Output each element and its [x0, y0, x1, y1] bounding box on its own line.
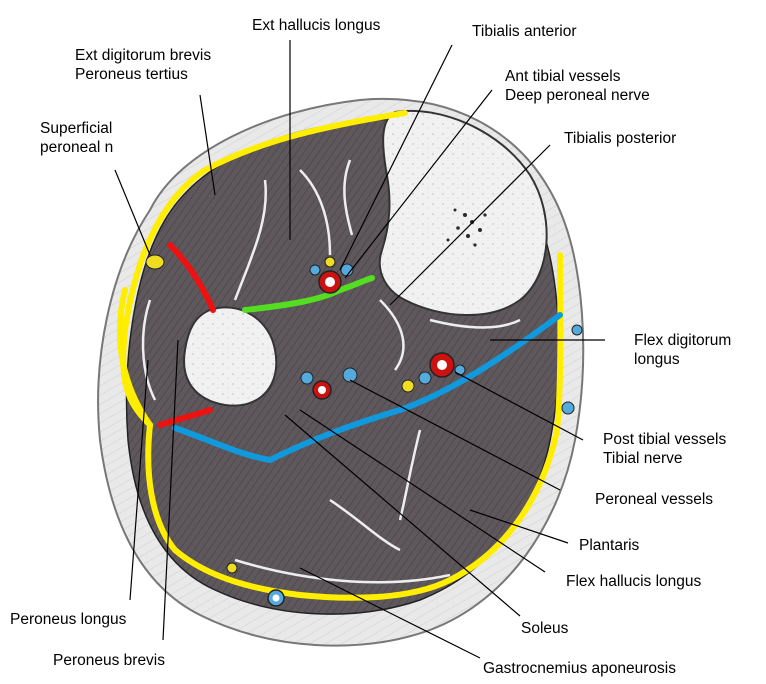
- label-flex-hallucis-longus: Flex hallucis longus: [566, 572, 701, 591]
- label-peroneal-n: peroneal n: [40, 138, 113, 157]
- label-peroneus-tertius: Peroneus tertius: [75, 65, 211, 84]
- label-longus: longus: [634, 350, 731, 369]
- label-deep-peroneal-nerve: Deep peroneal nerve: [505, 86, 650, 105]
- label-superficial: Superficial: [40, 119, 113, 138]
- superficial-peroneal-nerve-dot: [146, 255, 164, 269]
- label-flex-digitorum-group: Flex digitorum longus: [634, 331, 731, 369]
- label-ext-digitorum-brevis: Ext digitorum brevis: [75, 46, 211, 65]
- label-peroneus-longus: Peroneus longus: [10, 610, 126, 629]
- label-ext-digitorum-brevis-group: Ext digitorum brevis Peroneus tertius: [75, 46, 211, 84]
- label-post-tibial-group: Post tibial vessels Tibial nerve: [603, 430, 726, 468]
- tibia-bone: [380, 111, 547, 315]
- label-tibialis-anterior: Tibialis anterior: [472, 22, 577, 41]
- label-flex-digitorum: Flex digitorum: [634, 331, 731, 350]
- label-gastrocnemius-aponeurosis: Gastrocnemius aponeurosis: [483, 659, 676, 678]
- label-superficial-peroneal-group: Superficial peroneal n: [40, 119, 113, 157]
- label-soleus: Soleus: [521, 619, 568, 638]
- label-peroneal-vessels: Peroneal vessels: [595, 490, 713, 509]
- label-plantaris: Plantaris: [579, 536, 639, 555]
- label-peroneus-brevis: Peroneus brevis: [53, 651, 165, 670]
- label-tibialis-posterior: Tibialis posterior: [564, 129, 676, 148]
- label-tibial-nerve: Tibial nerve: [603, 449, 726, 468]
- label-ant-tibial-group: Ant tibial vessels Deep peroneal nerve: [505, 67, 650, 105]
- label-ant-tibial-vessels: Ant tibial vessels: [505, 67, 650, 86]
- label-ext-hallucis-longus: Ext hallucis longus: [252, 16, 380, 35]
- label-post-tibial-vessels: Post tibial vessels: [603, 430, 726, 449]
